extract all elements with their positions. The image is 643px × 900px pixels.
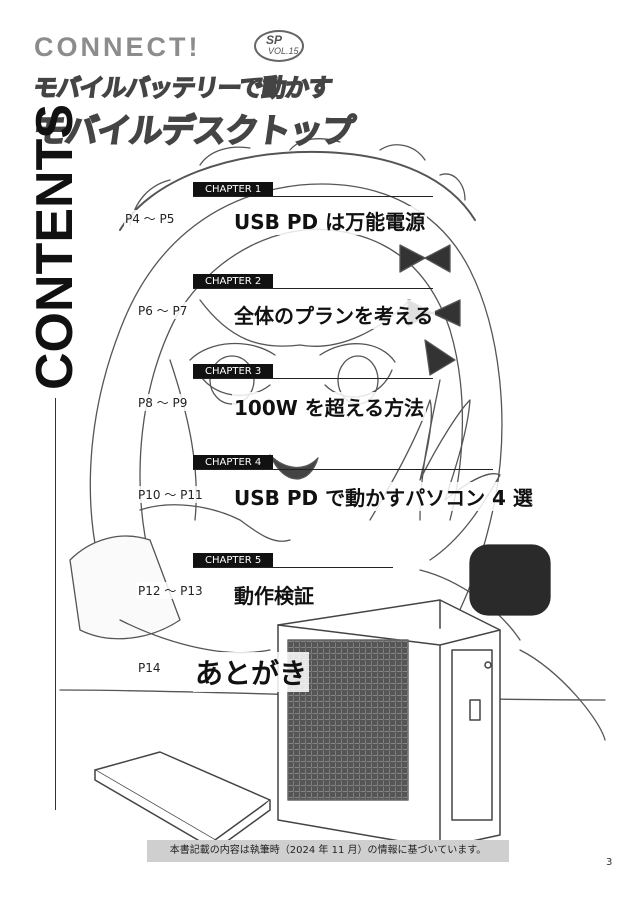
special-issue-badge: SP VOL.15 xyxy=(254,30,304,62)
chapter-5-tag: CHAPTER 5 xyxy=(193,553,273,568)
chapter-4-rule xyxy=(193,469,493,470)
footer-note: 本書記載の内容は執筆時（2024 年 11 月）の情報に基づいています。 xyxy=(147,840,509,862)
chapter-5-rule xyxy=(193,567,393,568)
hand-left xyxy=(139,504,291,542)
badge-volume: VOL.15 xyxy=(268,46,299,56)
chapter-1-title: USB PD は万能電源 xyxy=(232,206,428,235)
eye-right xyxy=(319,343,396,398)
subtitle-line-1: モバイルバッテリーで動かす xyxy=(31,73,334,103)
chapter-3-tag: CHAPTER 3 xyxy=(193,364,273,379)
afterword-title: あとがき xyxy=(193,652,310,692)
badge-sp: SP xyxy=(266,33,283,47)
chapter-1-tag: CHAPTER 1 xyxy=(193,182,273,197)
chapter-1-rule xyxy=(193,196,433,197)
chapter-2-title: 全体のプランを考える xyxy=(232,300,436,329)
chapter-3-rule xyxy=(193,378,433,379)
mouth xyxy=(269,454,319,480)
contents-divider xyxy=(55,398,56,810)
power-bank xyxy=(94,751,271,851)
chapter-4-title: USB PD で動かすパソコン 4 選 xyxy=(232,482,535,511)
chapter-1-pages: P4 ～ P5 xyxy=(124,210,176,227)
chapter-3-title: 100W を超える方法 xyxy=(232,392,427,421)
chapter-5-title: 動作検証 xyxy=(232,580,316,609)
chapter-4-tag: CHAPTER 4 xyxy=(193,455,273,470)
sleeve-dark xyxy=(469,544,551,616)
chapter-2-pages: P6 ～ P7 xyxy=(137,302,189,319)
mini-pc xyxy=(277,599,501,849)
contents-heading: CONTENTS xyxy=(26,104,84,390)
page-number: 3 xyxy=(606,857,613,868)
sleeve-left xyxy=(69,535,181,640)
chapter-2-rule xyxy=(193,288,433,289)
afterword-pages: P14 xyxy=(137,661,162,675)
chapter-4-pages: P10 ～ P11 xyxy=(137,486,204,503)
chapter-2-tag: CHAPTER 2 xyxy=(193,274,273,289)
chapter-5-pages: P12 ～ P13 xyxy=(137,582,204,599)
magazine-brand: CONNECT! xyxy=(34,32,201,62)
chapter-3-pages: P8 ～ P9 xyxy=(137,394,189,411)
hair-bow xyxy=(399,244,451,273)
hand-right xyxy=(369,399,501,561)
maid-headband xyxy=(119,150,476,231)
